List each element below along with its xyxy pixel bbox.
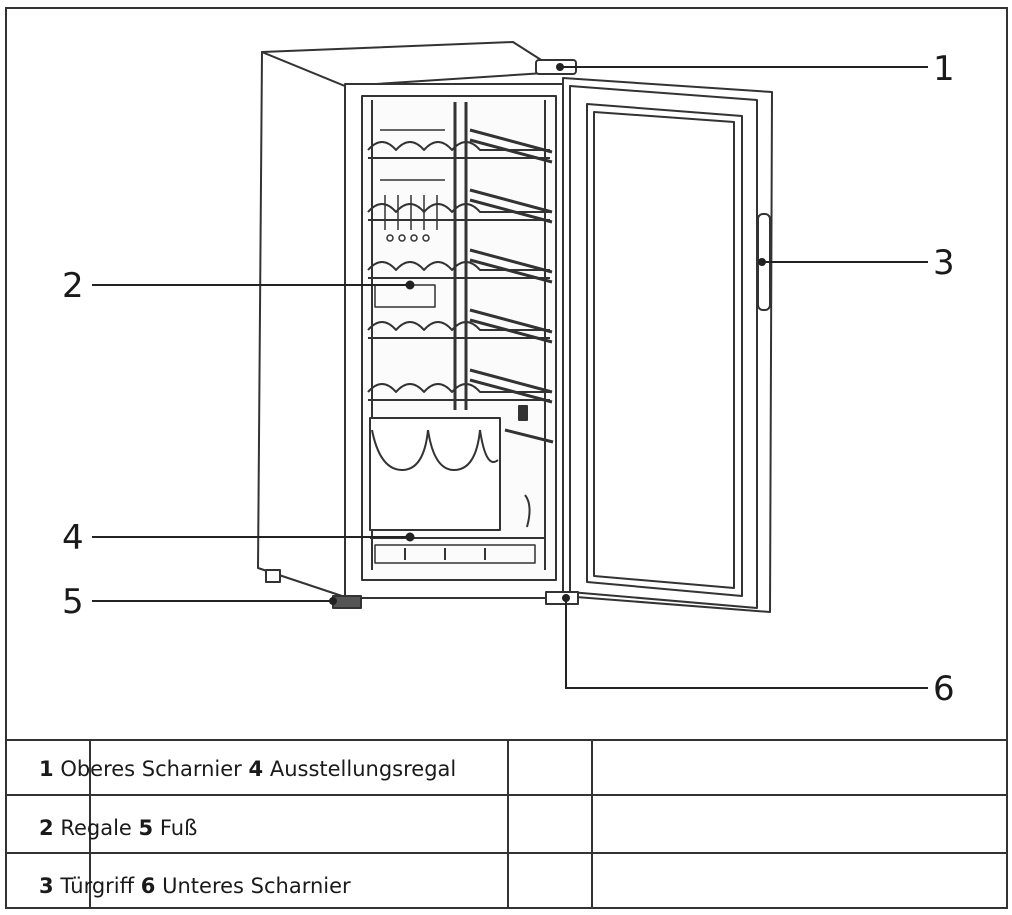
shelf-rails [469, 128, 554, 444]
legend-number: 5 [138, 816, 154, 840]
legend-number: 4 [248, 757, 264, 781]
cabinet-side-panel [257, 51, 346, 598]
legend-label: Unteres Scharnier [162, 874, 351, 898]
front-foot [332, 595, 362, 609]
legend-table: 1 Oberes Scharnier 4 Ausstellungsregal 2… [5, 739, 1008, 909]
legend-number: 1 [39, 757, 54, 781]
door-glass [586, 103, 743, 597]
legend-label: Regale [60, 816, 132, 840]
legend-row-2: 2 Regale 5 Fuß [39, 816, 197, 840]
callout-1: 1 [933, 49, 955, 89]
legend-label: Fuß [159, 816, 198, 840]
callout-5: 5 [62, 582, 84, 622]
diagram-frame [5, 7, 1008, 909]
callout-4: 4 [62, 518, 84, 558]
leader-line-6 [565, 598, 928, 689]
legend-number: 6 [140, 874, 156, 898]
legend-number: 3 [39, 874, 54, 898]
legend-row-1: 1 Oberes Scharnier 4 Ausstellungsregal [39, 757, 456, 781]
wine-shelves [367, 141, 550, 401]
callout-6: 6 [933, 669, 955, 709]
door-outer [562, 77, 773, 613]
legend-label: Türgriff [60, 874, 135, 898]
legend-row-3: 3 Türgriff 6 Unteres Scharnier [39, 874, 351, 898]
legend-label: Oberes Scharnier [60, 757, 242, 781]
wine-cooler-illustration [92, 41, 928, 689]
legend-number: 2 [39, 816, 54, 840]
legend-label: Ausstellungsregal [269, 757, 457, 781]
bottle-holders [371, 429, 499, 471]
rear-vents [374, 129, 445, 308]
callout-3: 3 [933, 243, 955, 283]
callout-2: 2 [62, 266, 84, 306]
